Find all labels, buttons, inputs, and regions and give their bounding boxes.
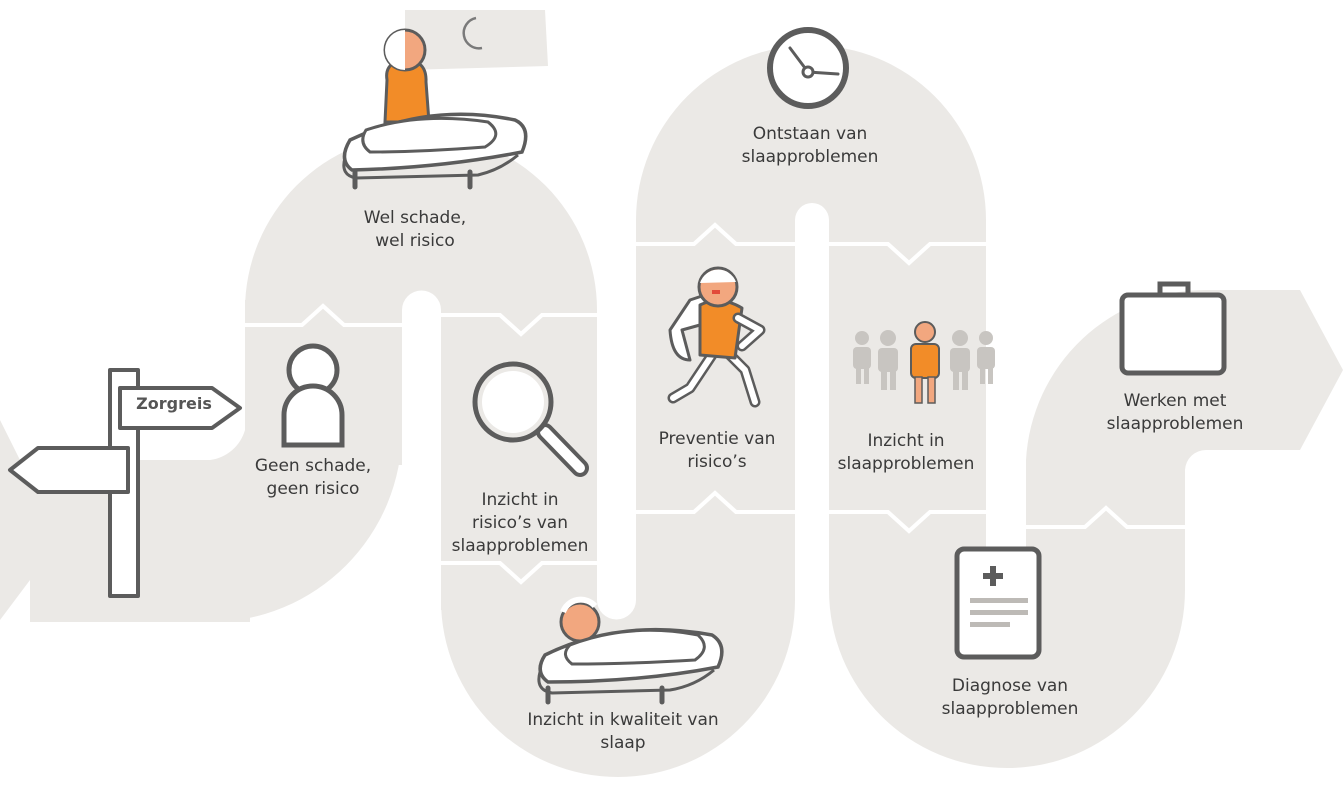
person-sleeping-icon (537, 596, 724, 705)
clock-icon (767, 27, 849, 109)
person-sitting-in-bed-icon (342, 28, 528, 190)
magnifier-icon (472, 361, 589, 477)
step-label-wel-schade: Wel schade,wel risico (363, 208, 467, 251)
briefcase-icon (1119, 281, 1227, 376)
medical-report-icon (954, 546, 1042, 660)
moon-icon (462, 16, 483, 50)
step-label-geen-schade: Geen schade,geen risico (254, 456, 372, 499)
signpost-icon (8, 368, 242, 598)
group-of-people-icon (853, 321, 995, 404)
night-backdrop (405, 10, 548, 70)
signpost-label: Zorgreis (136, 394, 212, 413)
person-outline-icon (281, 343, 345, 448)
running-person-icon (667, 266, 766, 408)
path-dividers (245, 222, 1185, 585)
